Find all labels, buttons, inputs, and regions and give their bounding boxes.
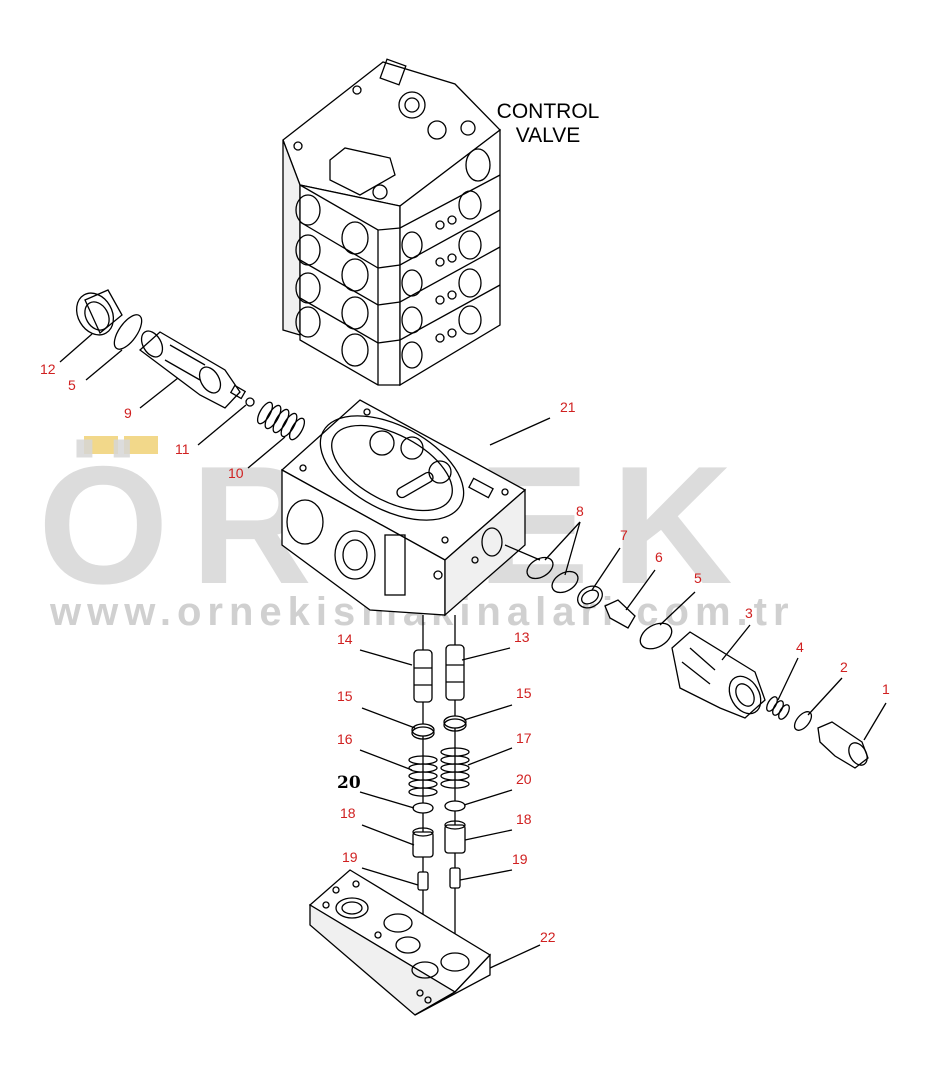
label-12: 12: [40, 361, 56, 377]
valve-section-block: [280, 399, 527, 617]
label-22: 22: [540, 929, 556, 945]
label-16: 16: [337, 731, 353, 747]
label-2: 2: [840, 659, 848, 675]
watermark-accent-right: [124, 436, 158, 454]
spring-4: [766, 696, 790, 720]
label-1: 1: [882, 681, 890, 697]
diagram-title-line1: CONTROL: [496, 100, 600, 123]
left-spool-assembly: [75, 289, 306, 441]
label-11: 11: [175, 441, 190, 457]
spring-10: [256, 401, 306, 441]
leader-lines: [59, 333, 887, 969]
watermark-accent-left: [84, 436, 118, 454]
right-relief-assembly: [526, 556, 869, 769]
label-5-right: 5: [694, 570, 702, 586]
label-15-left: 15: [337, 688, 353, 704]
label-15-right: 15: [516, 685, 532, 701]
label-20-right: 20: [516, 771, 532, 787]
label-6: 6: [655, 549, 663, 565]
label-4: 4: [796, 639, 804, 655]
label-20-left: 20: [337, 773, 361, 793]
control-valve-stack: [282, 58, 501, 387]
lower-right-column: [440, 615, 470, 965]
label-18-right: 18: [516, 811, 532, 827]
label-13: 13: [514, 629, 530, 645]
label-3: 3: [745, 605, 753, 621]
label-9: 9: [124, 405, 132, 421]
label-19-left: 19: [342, 849, 358, 865]
label-5-left: 5: [68, 377, 76, 393]
label-18-left: 18: [340, 805, 356, 821]
label-21: 21: [560, 399, 576, 415]
callout-labels: 12 5 9 11 10 21 8 7 6 5 3 4 2 1 14 13 15…: [40, 361, 890, 945]
label-19-right: 19: [512, 851, 528, 867]
label-17: 17: [516, 730, 532, 746]
diagram-title-line2: VALVE: [515, 124, 581, 147]
label-10: 10: [228, 465, 244, 481]
label-7: 7: [620, 527, 628, 543]
lower-left-column: [408, 615, 438, 965]
label-8: 8: [576, 503, 584, 519]
cover-plate: [308, 869, 492, 1016]
axis-line-relief: [504, 544, 541, 561]
label-14: 14: [337, 631, 353, 647]
